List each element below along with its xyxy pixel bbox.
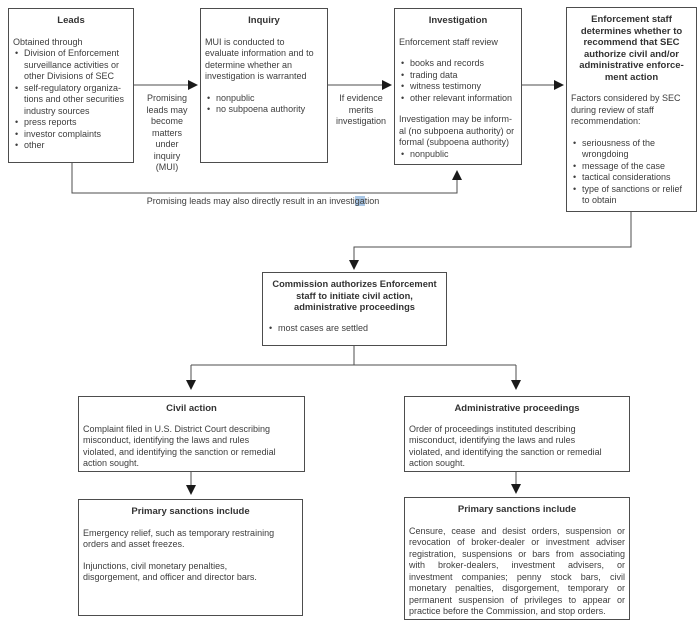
bullet-item: press reports — [13, 117, 129, 129]
commission-bullets: most cases are settled — [267, 323, 442, 335]
investigation-box: Investigation Enforcement staff review b… — [394, 8, 522, 165]
admin-sanctions-box: Primary sanctions include Censure, cease… — [404, 497, 630, 620]
bullet-item: most cases are settled — [267, 323, 442, 335]
commission-box: Commission authorizes Enforcement staff … — [262, 272, 447, 346]
text-selection-highlight: ga — [354, 196, 365, 206]
label-direct-text: tion — [364, 196, 380, 206]
inquiry-box: Inquiry MUI is conducted to evaluate inf… — [200, 8, 328, 163]
admin-proceedings-box: Administrative proceedings Order of proc… — [404, 396, 630, 472]
commission-title: Commission authorizes Enforcement staff … — [272, 279, 437, 312]
label-direct-investigation: Promising leads may also directly result… — [80, 196, 446, 208]
investigation-title: Investigation — [428, 15, 488, 26]
bullet-item: other — [13, 140, 129, 152]
inquiry-intro: MUI is conducted to evaluate information… — [205, 36, 314, 82]
investigation-intro: Enforcement staff review — [399, 36, 498, 47]
civil-action-title: Civil action — [166, 403, 217, 414]
enforcement-title: Enforcement staff determines whether to … — [579, 14, 684, 83]
bullet-item: tactical considerations — [571, 172, 692, 184]
admin-sanctions-body: Censure, cease and desist orders, suspen… — [409, 525, 625, 617]
investigation-note-bullets: nonpublic — [399, 149, 517, 161]
bullet-item: Division of Enforcement surveillance act… — [13, 48, 129, 83]
admin-proceedings-body: Order of proceedings instituted describi… — [409, 423, 602, 469]
bullet-item: nonpublic — [399, 149, 517, 161]
bullet-item: no subpoena authority — [205, 104, 323, 116]
bullet-item: nonpublic — [205, 93, 323, 105]
civil-sanctions-paragraph: Injunctions, civil monetary penalties, d… — [83, 560, 257, 583]
bullet-item: trading data — [399, 70, 517, 82]
inquiry-bullets: nonpublic no subpoena authority — [205, 93, 323, 116]
enforcement-bullets: seriousness of the wrongdoing message of… — [571, 138, 692, 207]
bullet-item: type of sanctions or relief to obtain — [571, 184, 692, 207]
arrow-leads-direct-to-investigation — [71, 163, 462, 194]
bullet-item: self-regulatory organiza- tions and othe… — [13, 83, 129, 118]
label-if-evidence-merits: If evidence merits investigation — [335, 93, 387, 126]
civil-action-body: Complaint filed in U.S. District Court d… — [83, 423, 276, 469]
enforcement-box: Enforcement staff determines whether to … — [566, 7, 697, 212]
civil-sanctions-paragraph: Emergency relief, such as temporary rest… — [83, 527, 275, 550]
admin-sanctions-title: Primary sanctions include — [457, 504, 577, 515]
bullet-item: witness testimony — [399, 81, 517, 93]
leads-intro: Obtained through — [13, 36, 83, 47]
bullet-item: other relevant information — [399, 93, 517, 105]
bullet-item: investor complaints — [13, 129, 129, 141]
admin-proceedings-title: Administrative proceedings — [454, 403, 580, 414]
civil-sanctions-title: Primary sanctions include — [131, 506, 250, 517]
investigation-bullets: books and records trading data witness t… — [399, 58, 517, 104]
leads-box: Leads Obtained through Division of Enfor… — [8, 8, 134, 163]
bullet-item: books and records — [399, 58, 517, 70]
label-direct-text: Promising leads may also directly result… — [146, 196, 355, 206]
arrow-enforcement-to-commission — [349, 212, 632, 270]
bullet-item: seriousness of the wrongdoing — [571, 138, 692, 161]
label-promising-leads-mui: Promising leads may become matters under… — [146, 93, 188, 172]
leads-bullets: Division of Enforcement surveillance act… — [13, 48, 129, 152]
civil-action-box: Civil action Complaint filed in U.S. Dis… — [78, 396, 305, 472]
enforcement-intro: Factors considered by SEC during review … — [571, 93, 681, 126]
investigation-note: Investigation may be inform- al (no subp… — [399, 114, 515, 147]
bullet-item: message of the case — [571, 161, 692, 173]
inquiry-title: Inquiry — [248, 15, 280, 26]
leads-title: Leads — [57, 15, 85, 26]
civil-sanctions-box: Primary sanctions include Emergency reli… — [78, 499, 303, 616]
